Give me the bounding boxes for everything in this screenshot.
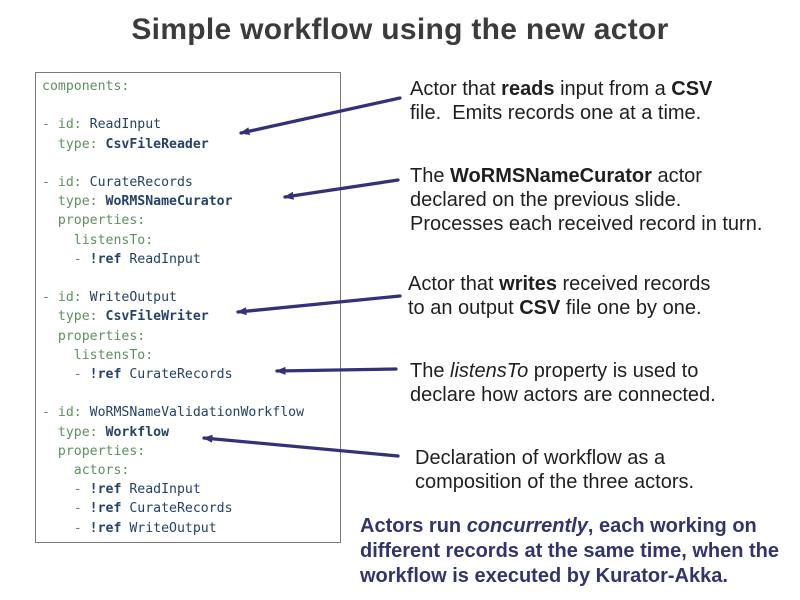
code-line: type: CsvFileWriter — [42, 309, 209, 325]
code-line — [42, 384, 340, 403]
code-line: - !ref ReadInput — [42, 482, 201, 498]
note-line: different records at the same time, when… — [360, 540, 779, 562]
code-line: - id: WriteOutput — [42, 290, 177, 306]
code-line: - id: CurateRecords — [42, 175, 193, 191]
annotation-line: Declaration of workflow as a — [415, 447, 666, 469]
code-line: listensTo: — [42, 232, 154, 248]
code-line: actors: — [42, 463, 130, 479]
concurrency-note: Actors run concurrently, each working on… — [360, 514, 798, 589]
annotation-line: file. Emits records one at a time. — [410, 102, 702, 124]
yaml-code-panel: components: - id: ReadInput type: CsvFil… — [35, 72, 341, 543]
code-line: listensTo: — [42, 347, 154, 363]
code-line: type: CsvFileReader — [42, 136, 209, 152]
annotation-line: Processes each received record in turn. — [410, 213, 763, 235]
note-line: Actors run concurrently, each working on — [360, 515, 757, 537]
code-line — [42, 96, 340, 115]
code-line — [42, 269, 340, 288]
code-line: properties: — [42, 328, 146, 344]
code-line: components: — [42, 79, 130, 94]
note-line: workflow is executed by Kurator-Akka. — [360, 565, 728, 587]
code-line: type: Workflow — [42, 424, 170, 440]
code-line: - !ref CurateRecords — [42, 367, 233, 383]
code-line: - !ref WriteOutput — [42, 520, 217, 536]
annotation-line: declared on the previous slide. — [410, 189, 682, 211]
code-line: properties: — [42, 443, 146, 459]
slide-title: Simple workflow using the new actor — [131, 13, 669, 46]
code-line: - !ref CurateRecords — [42, 501, 233, 517]
annotation-line: declare how actors are connected. — [410, 384, 716, 406]
code-line: type: WoRMSNameCurator — [42, 194, 233, 210]
annotation-line: The listensTo property is used to — [410, 360, 699, 382]
annotation-line: to an output CSV file one by one. — [408, 297, 702, 319]
code-line: - !ref ReadInput — [42, 251, 201, 267]
code-line: - id: ReadInput — [42, 117, 162, 133]
code-line — [42, 154, 340, 173]
code-line: - id: WoRMSNameValidationWorkflow — [42, 405, 305, 421]
annotation-line: The WoRMSNameCurator actor — [410, 165, 702, 187]
code-line: properties: — [42, 213, 146, 229]
annotation-line: Actor that writes received records — [408, 273, 711, 295]
annotation-line: Actor that reads input from a CSV — [410, 78, 713, 100]
annotation-line: composition of the three actors. — [415, 471, 695, 493]
